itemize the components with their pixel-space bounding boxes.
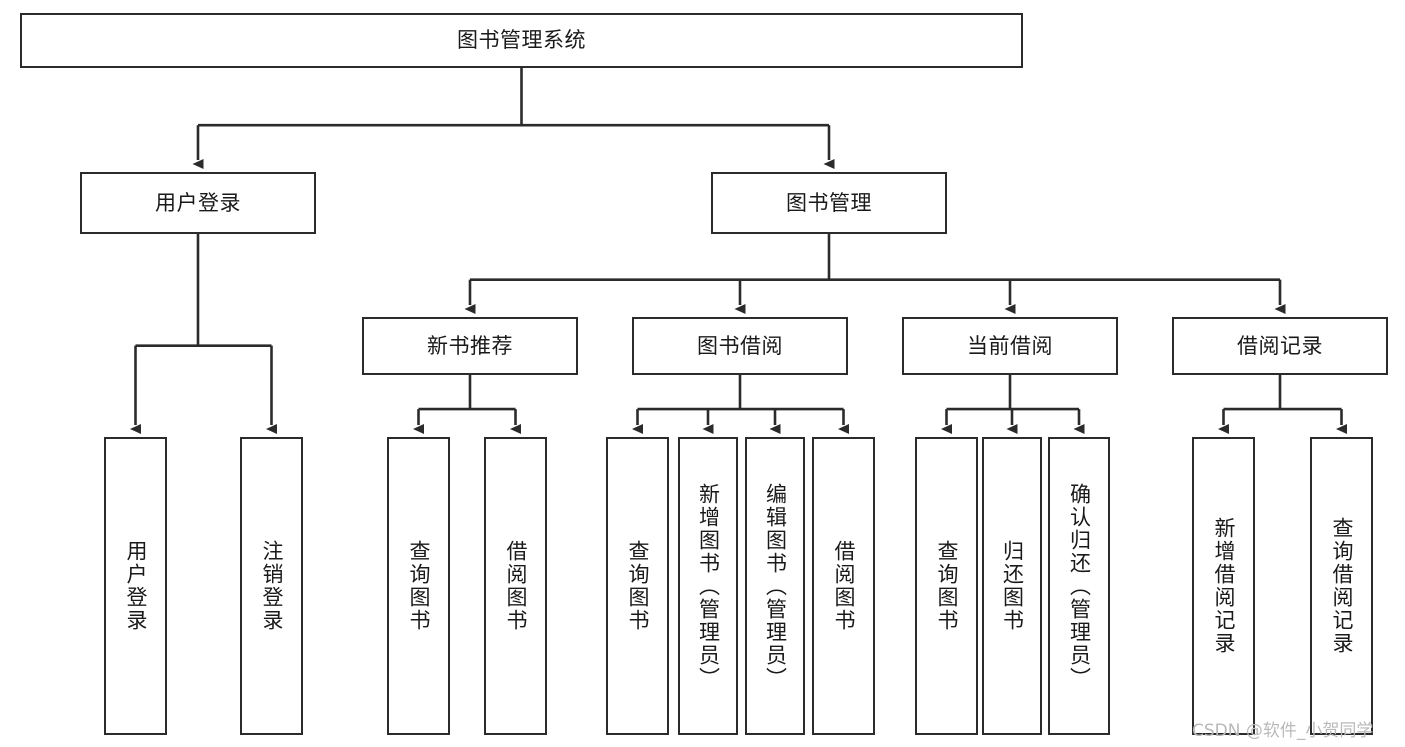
node-label-current-borrow: 当前借阅	[967, 333, 1053, 358]
node-leaf-borrow-book[interactable]: 借阅图书	[812, 437, 875, 735]
node-label-book-borrow: 图书借阅	[697, 333, 783, 358]
node-leaf-return-book[interactable]: 归还图书	[982, 437, 1042, 735]
node-label-borrow-record: 借阅记录	[1237, 333, 1323, 358]
node-label-leaf-logout: 注销登录	[260, 540, 284, 632]
node-label-root: 图书管理系统	[457, 28, 586, 53]
node-user-login[interactable]: 用户登录	[80, 172, 316, 234]
node-label-user-login: 用户登录	[155, 190, 241, 215]
node-label-leaf-borrow-book: 借阅图书	[832, 540, 856, 632]
node-leaf-add-book[interactable]: 新增图书（管理员）	[678, 437, 738, 735]
node-leaf-logout[interactable]: 注销登录	[240, 437, 303, 735]
node-leaf-query-book-recommend[interactable]: 查询图书	[387, 437, 450, 735]
node-current-borrow[interactable]: 当前借阅	[902, 317, 1118, 375]
node-leaf-confirm-return[interactable]: 确认归还（管理员）	[1048, 437, 1110, 735]
node-new-book-recommend[interactable]: 新书推荐	[362, 317, 578, 375]
node-leaf-add-borrow-record[interactable]: 新增借阅记录	[1192, 437, 1255, 735]
node-leaf-query-borrow-record[interactable]: 查询借阅记录	[1310, 437, 1373, 735]
node-leaf-query-book-current[interactable]: 查询图书	[915, 437, 978, 735]
node-label-leaf-query-borrow-record: 查询借阅记录	[1330, 517, 1354, 655]
node-label-leaf-query-book-recommend: 查询图书	[407, 540, 431, 632]
node-book-management[interactable]: 图书管理	[711, 172, 947, 234]
node-borrow-record[interactable]: 借阅记录	[1172, 317, 1388, 375]
node-label-leaf-confirm-return: 确认归还（管理员）	[1067, 482, 1092, 690]
node-leaf-query-book-borrow[interactable]: 查询图书	[606, 437, 669, 735]
node-label-leaf-return-book: 归还图书	[1000, 540, 1025, 632]
node-leaf-borrow-book-recommend[interactable]: 借阅图书	[484, 437, 547, 735]
node-label-leaf-add-borrow-record: 新增借阅记录	[1212, 517, 1236, 655]
node-label-leaf-add-book: 新增图书（管理员）	[696, 482, 721, 690]
node-label-leaf-borrow-book-recommend: 借阅图书	[504, 540, 528, 632]
node-root[interactable]: 图书管理系统	[20, 13, 1023, 68]
node-leaf-user-login[interactable]: 用户登录	[104, 437, 167, 735]
node-book-borrow[interactable]: 图书借阅	[632, 317, 848, 375]
node-label-book-management: 图书管理	[786, 190, 872, 215]
node-label-new-book-recommend: 新书推荐	[427, 333, 513, 358]
node-label-leaf-query-book-current: 查询图书	[935, 540, 959, 632]
node-label-leaf-user-login: 用户登录	[124, 540, 148, 632]
node-label-leaf-edit-book: 编辑图书（管理员）	[763, 482, 788, 690]
node-label-leaf-query-book-borrow: 查询图书	[626, 540, 650, 632]
node-leaf-edit-book[interactable]: 编辑图书（管理员）	[745, 437, 805, 735]
